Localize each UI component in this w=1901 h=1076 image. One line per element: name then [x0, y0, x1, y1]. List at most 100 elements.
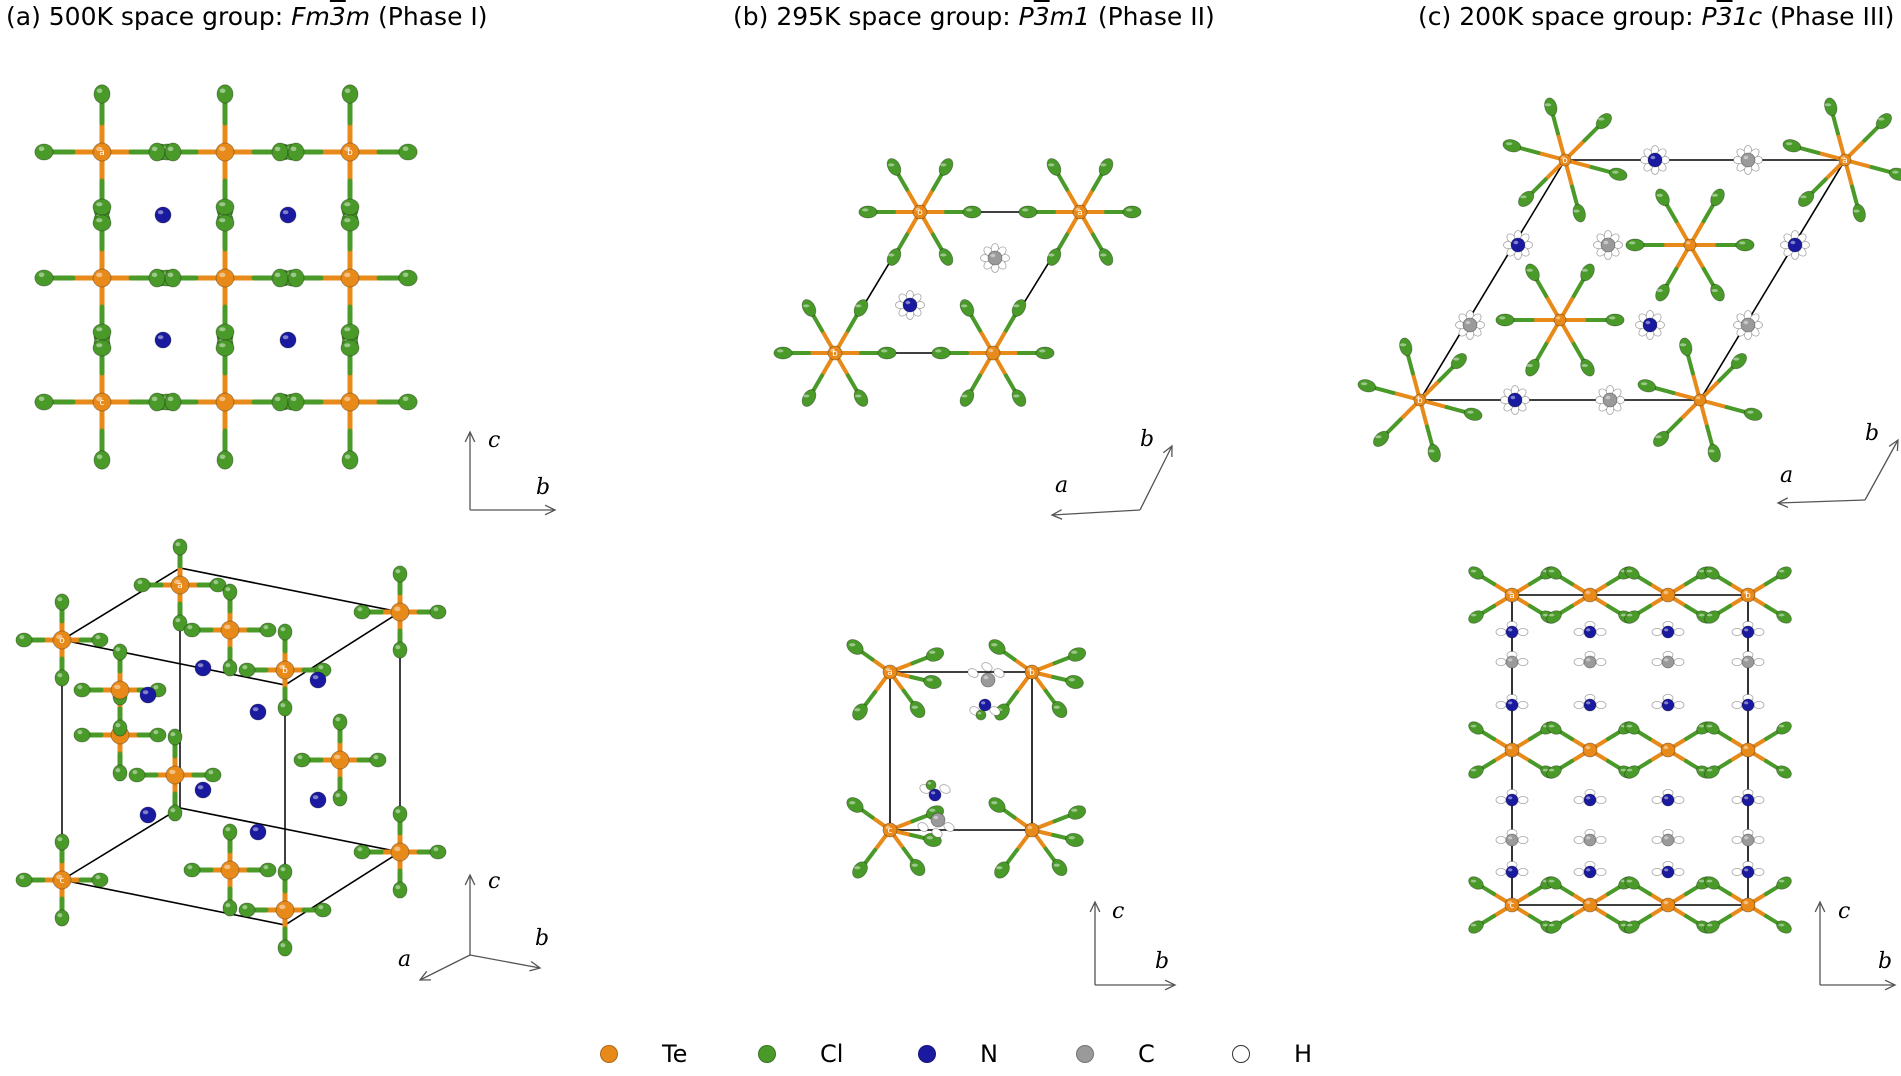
cl-atom — [1051, 700, 1068, 719]
te-atom — [1504, 897, 1520, 913]
cl-atom — [215, 214, 235, 232]
cl-atom — [172, 614, 188, 632]
cl-atom — [1608, 167, 1628, 181]
h-atom — [1517, 628, 1529, 637]
cl-atom — [287, 392, 305, 412]
n-atom — [1741, 698, 1755, 712]
n-atom — [1510, 237, 1526, 253]
h-atom-highlight — [1508, 249, 1512, 251]
cl-atom — [1595, 113, 1612, 130]
cl-atom-highlight — [335, 793, 341, 798]
n-atom-highlight — [197, 663, 204, 668]
cl-atom — [1625, 238, 1645, 252]
cl-atom — [93, 84, 111, 104]
c-atom-highlight — [1664, 658, 1669, 662]
cl-atom-highlight — [402, 396, 409, 402]
cl-atom — [15, 872, 33, 888]
h-atom — [1673, 796, 1685, 805]
h-atom — [989, 706, 1001, 716]
cell-origin-label: c — [60, 876, 65, 886]
cl-atom — [1544, 97, 1558, 117]
h-atom — [1753, 628, 1765, 637]
h-atom-highlight — [1520, 236, 1525, 239]
c-atom — [1583, 833, 1597, 847]
te-atom — [1740, 587, 1756, 603]
cl-atom — [1468, 721, 1484, 735]
n-atom — [978, 698, 992, 712]
n-atom — [1661, 865, 1675, 879]
legend-item-h: H — [1232, 1040, 1312, 1068]
cl-atom — [1875, 113, 1892, 130]
cl-atom — [15, 872, 33, 888]
n-atom-highlight — [157, 335, 164, 340]
cl-atom — [287, 142, 305, 162]
te-atom-highlight — [219, 396, 226, 402]
cl-atom-highlight — [318, 905, 324, 910]
cl-atom — [1875, 113, 1892, 130]
cl-atom — [1399, 337, 1413, 357]
te-atom — [165, 765, 185, 785]
c-atom-highlight — [1465, 320, 1471, 325]
te-atom-highlight — [334, 754, 341, 760]
h-atom — [1495, 796, 1507, 805]
cell-origin-label: o — [1562, 156, 1568, 166]
cl-atom — [369, 752, 387, 768]
cl-atom-highlight — [911, 705, 918, 709]
axis-line — [1051, 509, 1141, 516]
h-atom-highlight — [1755, 837, 1760, 840]
cl-atom — [1463, 407, 1483, 421]
cl-atom — [925, 647, 945, 662]
te-atom — [390, 602, 410, 622]
c-atom-highlight — [1744, 658, 1749, 662]
cl-atom-highlight — [849, 801, 856, 805]
cl-atom-highlight — [1013, 394, 1020, 398]
cl-atom — [1637, 379, 1657, 393]
cl-atom-highlight — [187, 865, 193, 870]
cl-atom — [332, 713, 348, 731]
c-atom — [1600, 237, 1616, 253]
c-atom — [987, 250, 1003, 266]
h-atom-highlight — [1645, 164, 1649, 166]
h-atom-highlight — [1733, 702, 1738, 705]
cl-atom-highlight — [1640, 382, 1648, 386]
cl-atom-highlight — [1526, 268, 1533, 272]
cl-atom-highlight — [274, 396, 281, 402]
cl-atom — [1624, 566, 1640, 580]
te-atom — [215, 392, 235, 412]
cl-atom — [1624, 920, 1640, 934]
cl-atom-highlight — [96, 88, 103, 94]
n-atom — [249, 703, 267, 721]
cl-atom — [852, 703, 868, 721]
c-atom — [1602, 392, 1618, 408]
cl-atom — [340, 339, 360, 357]
h-atom — [1495, 796, 1507, 805]
h-atom — [1753, 701, 1765, 710]
h-atom — [1573, 658, 1585, 667]
cl-atom — [112, 643, 128, 661]
cl-atom — [1098, 158, 1114, 176]
te-atom — [1553, 313, 1567, 327]
h-atom-highlight — [1755, 702, 1760, 705]
cl-atom-highlight — [187, 625, 193, 630]
cl-atom — [1572, 203, 1586, 223]
cell-origin-label: a — [887, 668, 893, 678]
cl-atom-highlight — [888, 253, 895, 257]
cl-atom — [287, 268, 305, 288]
cl-atom — [925, 779, 937, 791]
cl-atom-highlight — [57, 837, 63, 842]
h-atom — [931, 828, 943, 838]
cl-atom — [1495, 313, 1515, 327]
cl-atom — [54, 593, 70, 611]
cl-atom — [1580, 263, 1595, 282]
element-legend: Te Cl N C H — [0, 1040, 1901, 1076]
cl-atom — [277, 699, 293, 717]
cl-atom-highlight — [1470, 724, 1477, 728]
h-atom — [1595, 796, 1607, 805]
n-atom — [1741, 793, 1755, 807]
cl-atom-highlight — [96, 202, 103, 207]
axis-arrowhead-icon — [1164, 979, 1177, 991]
te-atom-highlight — [96, 146, 103, 152]
h-atom — [1573, 836, 1585, 845]
